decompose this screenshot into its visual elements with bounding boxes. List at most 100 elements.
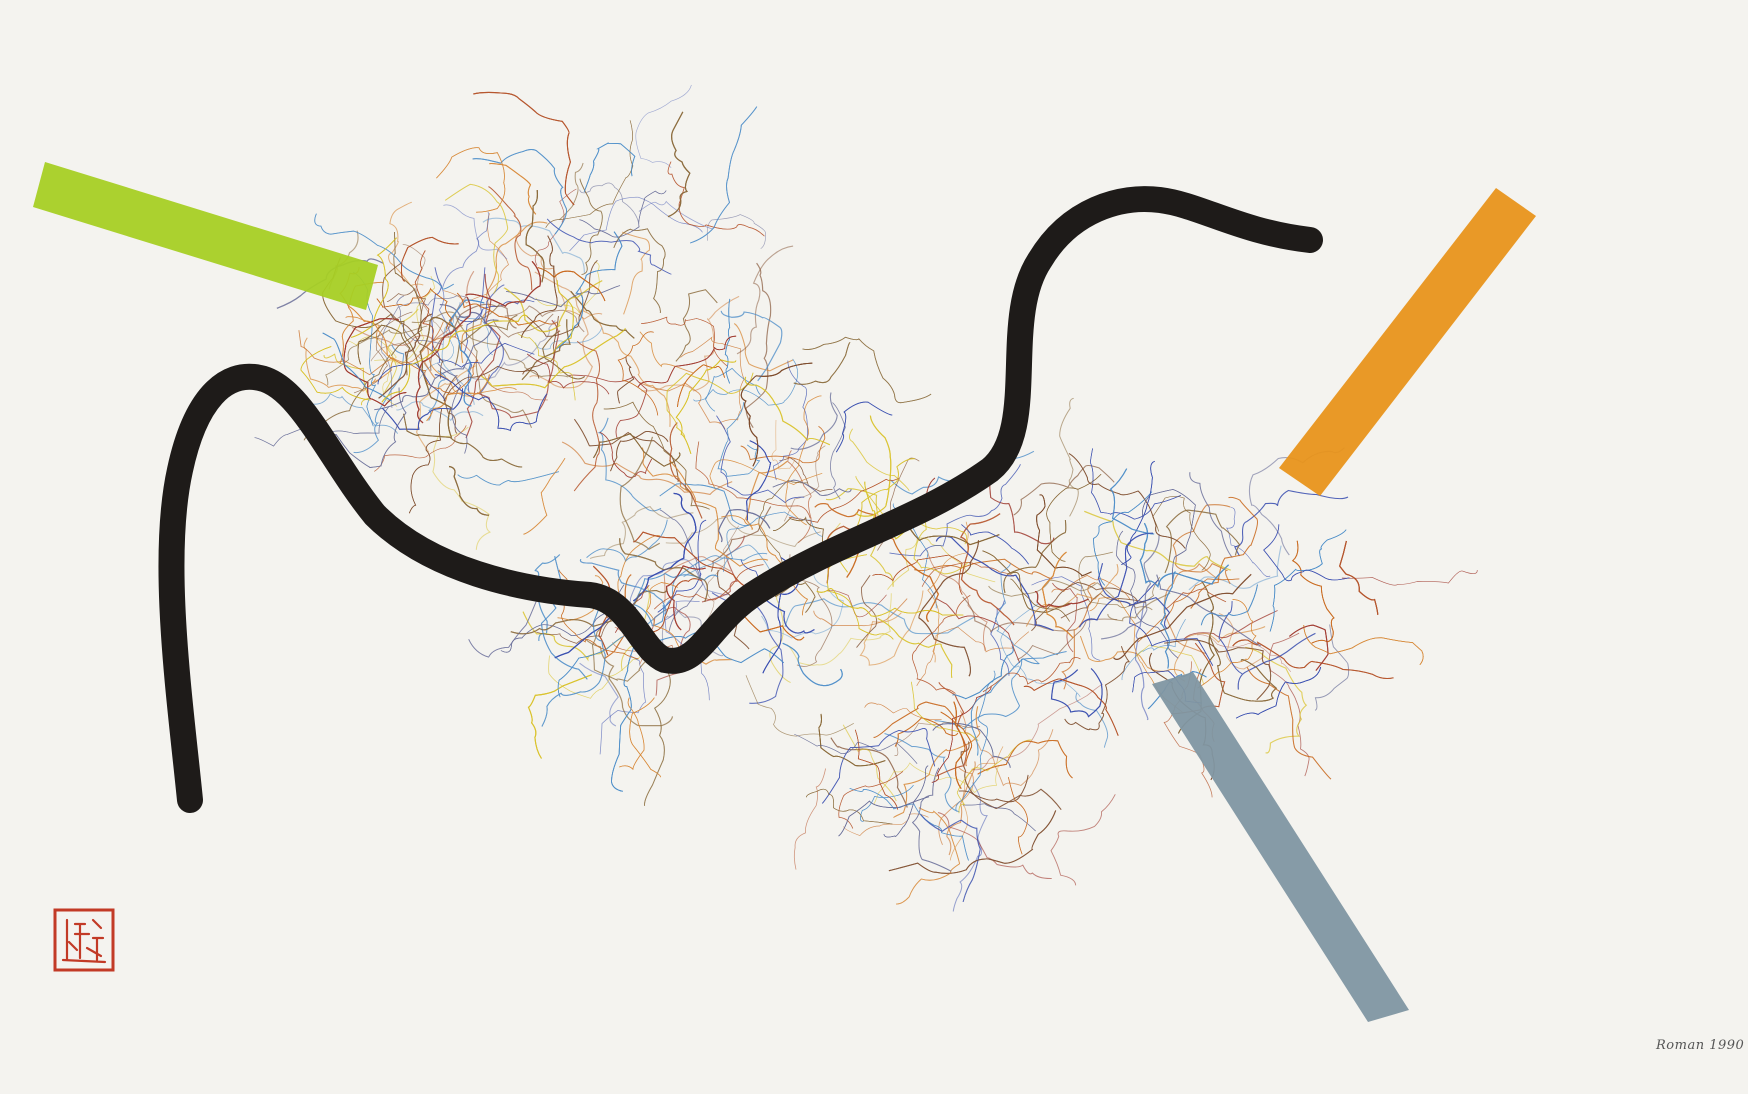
thread-strand (479, 284, 505, 394)
thread-strand (913, 558, 1053, 580)
thread-strand (554, 231, 623, 350)
thread-strand (1200, 584, 1258, 626)
thread-strand (935, 535, 1054, 631)
thread-strand (910, 681, 979, 741)
thread-strand (818, 713, 886, 767)
thread-strand (717, 402, 761, 477)
thread-strand (1078, 551, 1161, 609)
thread-strand (816, 588, 964, 617)
thread-strand (872, 554, 963, 595)
thread-strand (557, 635, 626, 698)
thread-strand (443, 213, 509, 304)
thread-strand (626, 559, 729, 611)
thread-strand (426, 374, 490, 422)
thread-strand (526, 353, 610, 395)
thread-strand (1189, 472, 1233, 558)
thread-strand (1164, 588, 1227, 610)
thread-strand (785, 395, 822, 526)
thread-strand (597, 417, 662, 512)
thread-strand (489, 163, 537, 215)
thread-strand (619, 436, 660, 551)
green-bar (33, 162, 378, 310)
thread-strand (300, 346, 371, 401)
thread-strand (695, 441, 811, 519)
thread-strand (345, 316, 394, 384)
thread-strand (535, 327, 603, 350)
thread-strand (629, 697, 661, 778)
thread-strand (666, 372, 754, 439)
thread-strand (298, 321, 444, 376)
thread-strand (644, 552, 768, 628)
thread-strand (821, 728, 936, 804)
thread-strand (374, 326, 493, 411)
thread-strand (448, 299, 485, 407)
thread-strand (1079, 635, 1185, 675)
thread-strand (716, 415, 805, 504)
thread-strand (1164, 639, 1272, 701)
thread-strand (579, 190, 667, 238)
thread-strand (1152, 496, 1211, 571)
thread-strand (1017, 618, 1118, 661)
thread-strand (716, 415, 805, 504)
thread-strand (1139, 522, 1230, 588)
thread-strand (1061, 582, 1096, 690)
thread-strand (838, 771, 904, 829)
thread-strand (772, 479, 852, 496)
thread-strand (1089, 448, 1182, 520)
thread-strand (913, 511, 969, 575)
thread-strand (1060, 592, 1146, 619)
thread-strand (1341, 569, 1478, 586)
thread-strand (434, 374, 548, 432)
thread-strand (1314, 624, 1350, 711)
thread-strand (1051, 574, 1131, 600)
thread-strand (782, 642, 843, 687)
thread-strand (1147, 671, 1207, 710)
thread-strand (1075, 692, 1109, 748)
thread-strand (854, 729, 899, 810)
thread-strand (613, 228, 666, 313)
thread-strand (579, 558, 667, 615)
thread-strand (456, 299, 535, 322)
thread-strand (888, 810, 1057, 874)
thread-strand (1078, 532, 1154, 628)
thread-strand (1188, 545, 1282, 591)
thread-strand (835, 401, 893, 453)
thread-strand (454, 336, 548, 401)
thread-strand (773, 360, 808, 481)
thread-strand (641, 447, 690, 493)
thread-strand (724, 298, 731, 384)
thread-strand (663, 556, 732, 603)
thread-strand (813, 598, 908, 627)
thread-strand (693, 358, 799, 406)
thread-strand (1050, 668, 1103, 718)
thread-strand (1156, 574, 1261, 647)
thread-strand (963, 803, 1036, 832)
thread-strand (492, 313, 554, 338)
thread-strand (428, 358, 517, 397)
thread-strand (873, 701, 957, 738)
thread-strand (805, 788, 893, 825)
thread-strand (479, 284, 505, 394)
thread-strand (1237, 632, 1316, 690)
thread-strand (931, 685, 992, 783)
thread-strand (599, 431, 653, 478)
thread-strand (1245, 646, 1308, 754)
thread-strand (463, 267, 486, 393)
thread-strand (391, 231, 423, 356)
thread-strand (793, 768, 826, 870)
thread-strand (438, 211, 490, 338)
thread-strand (962, 596, 1075, 633)
thread-strand (437, 363, 468, 454)
thread-strand (573, 340, 601, 492)
thread-strand (1303, 625, 1424, 666)
thread-strand (1008, 777, 1028, 855)
thread-strand (638, 381, 726, 430)
artist-signature: Roman 1990 (1656, 1038, 1745, 1053)
thread-strand (1196, 634, 1292, 672)
thread-strand (860, 785, 914, 822)
thread-strand (386, 287, 427, 328)
thread-strand (794, 734, 918, 764)
thread-strand (659, 631, 785, 664)
thread-strand (955, 670, 996, 812)
